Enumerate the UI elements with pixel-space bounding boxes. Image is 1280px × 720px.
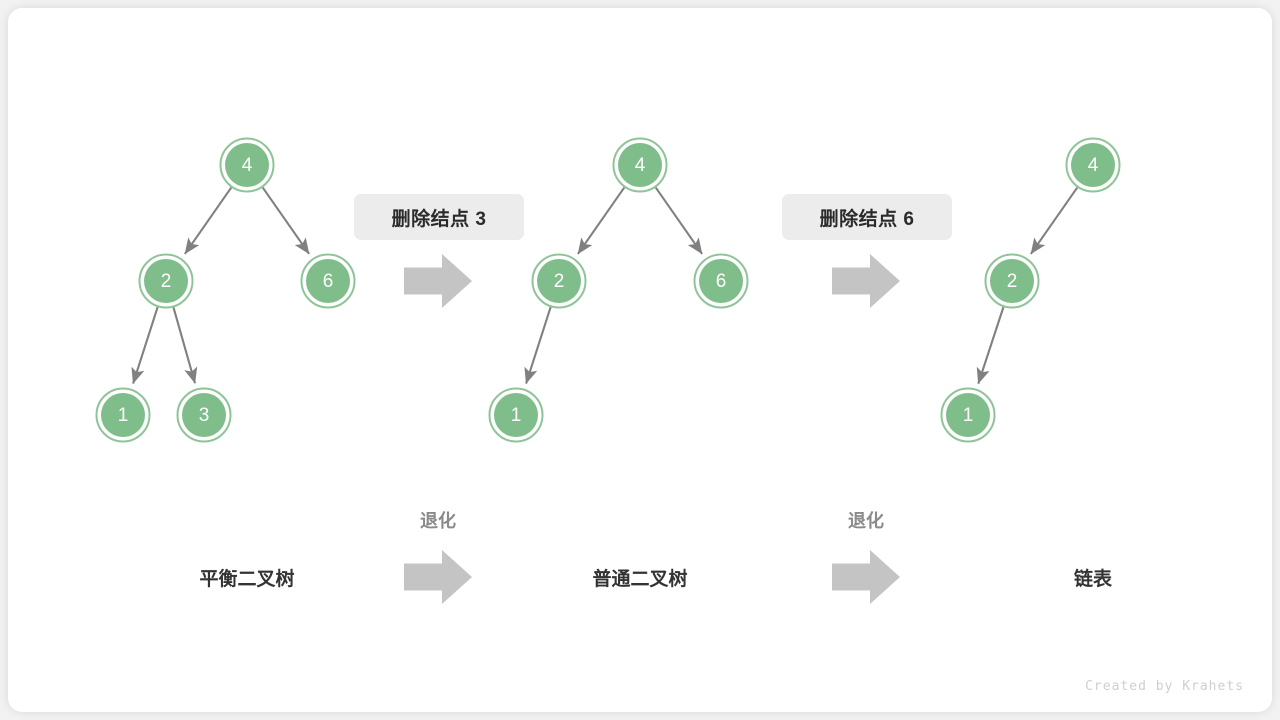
- node-disc: [144, 259, 188, 303]
- watermark: Created by Krahets: [1085, 679, 1244, 694]
- tree-node: 6: [693, 253, 749, 309]
- tree-nodes-layer: 4 2 6 1 3 4 2 6 1 4 2 1: [95, 137, 1121, 443]
- caption-caption-list: 链表: [1073, 569, 1113, 590]
- node-value: 2: [554, 271, 565, 292]
- tree-edge: [184, 186, 233, 255]
- node-disc: [225, 143, 269, 187]
- node-disc: [990, 259, 1034, 303]
- node-disc: [306, 259, 350, 303]
- diagram-canvas: 4 2 6 1 3 4 2 6 1 4 2 1: [95, 137, 1121, 604]
- tree-edge: [261, 186, 310, 255]
- node-value: 1: [963, 405, 974, 426]
- transition-arrows-layer: [404, 254, 900, 604]
- transition-label-degrade-2: 退化: [848, 511, 884, 531]
- node-disc: [101, 393, 145, 437]
- tree-node: 1: [940, 387, 996, 443]
- node-value: 4: [1088, 155, 1099, 176]
- tree-node: 3: [176, 387, 232, 443]
- tree-edge: [577, 186, 626, 255]
- tree-node: 1: [488, 387, 544, 443]
- node-value: 2: [1007, 271, 1018, 292]
- node-value: 4: [635, 155, 646, 176]
- tree-edge: [654, 186, 703, 255]
- node-value: 6: [323, 271, 334, 292]
- tree-node: 4: [1065, 137, 1121, 193]
- node-value: 2: [161, 271, 172, 292]
- node-value: 4: [242, 155, 253, 176]
- tree-edge: [131, 306, 159, 384]
- tree-edge: [524, 306, 552, 384]
- transition-arrow-icon: [404, 550, 472, 604]
- caption-caption-ordinary: 普通二叉树: [592, 569, 688, 590]
- figure-card: 4 2 6 1 3 4 2 6 1 4 2 1 删除结点 3 删除结点 6 平衡二叉树 普通二叉树 链表 退化…: [8, 8, 1272, 712]
- operation-label-delete-3: 删除结点 3: [354, 194, 524, 240]
- transition-arrow-icon: [832, 550, 900, 604]
- node-value: 1: [511, 405, 522, 426]
- tree-edges-layer: [131, 186, 1079, 385]
- tree-edge: [1030, 186, 1079, 255]
- transition-arrow-icon: [404, 254, 472, 308]
- node-disc: [494, 393, 538, 437]
- node-value: 3: [199, 405, 210, 426]
- caption-caption-balanced: 平衡二叉树: [199, 569, 295, 590]
- node-value: 1: [118, 405, 129, 426]
- operation-label-delete-6: 删除结点 6: [782, 194, 952, 240]
- node-disc: [699, 259, 743, 303]
- tree-node: 6: [300, 253, 356, 309]
- tree-node: 1: [95, 387, 151, 443]
- node-disc: [537, 259, 581, 303]
- tree-node: 2: [531, 253, 587, 309]
- tree-node: 4: [612, 137, 668, 193]
- tree-node: 2: [138, 253, 194, 309]
- node-disc: [618, 143, 662, 187]
- tree-edge: [976, 306, 1005, 385]
- tree-edge: [172, 307, 198, 384]
- tree-node: 4: [219, 137, 275, 193]
- transition-arrow-icon: [832, 254, 900, 308]
- node-disc: [182, 393, 226, 437]
- transition-label-degrade-1: 退化: [420, 511, 456, 531]
- node-disc: [1071, 143, 1115, 187]
- node-disc: [946, 393, 990, 437]
- node-value: 6: [716, 271, 727, 292]
- tree-node: 2: [984, 253, 1040, 309]
